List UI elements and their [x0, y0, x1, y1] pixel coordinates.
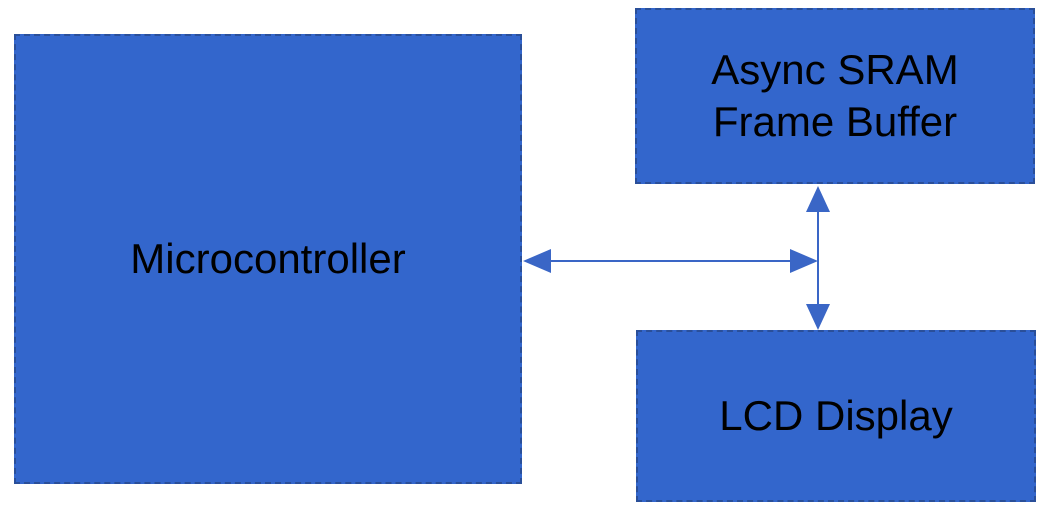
sram-label-line2: Frame Buffer: [712, 98, 958, 145]
arrowhead-up: [806, 186, 830, 212]
arrowhead-left: [523, 249, 551, 273]
microcontroller-block: Microcontroller: [14, 34, 522, 484]
microcontroller-label: Microcontroller: [130, 234, 406, 282]
lcd-display-label: LCD Display: [719, 391, 953, 439]
arrowhead-right: [790, 249, 818, 273]
sram-label-line1: Async SRAM: [711, 45, 959, 93]
sram-frame-buffer-block: Async SRAM Frame Buffer: [635, 8, 1035, 184]
arrowhead-down: [806, 304, 830, 330]
lcd-display-block: LCD Display: [636, 330, 1036, 502]
